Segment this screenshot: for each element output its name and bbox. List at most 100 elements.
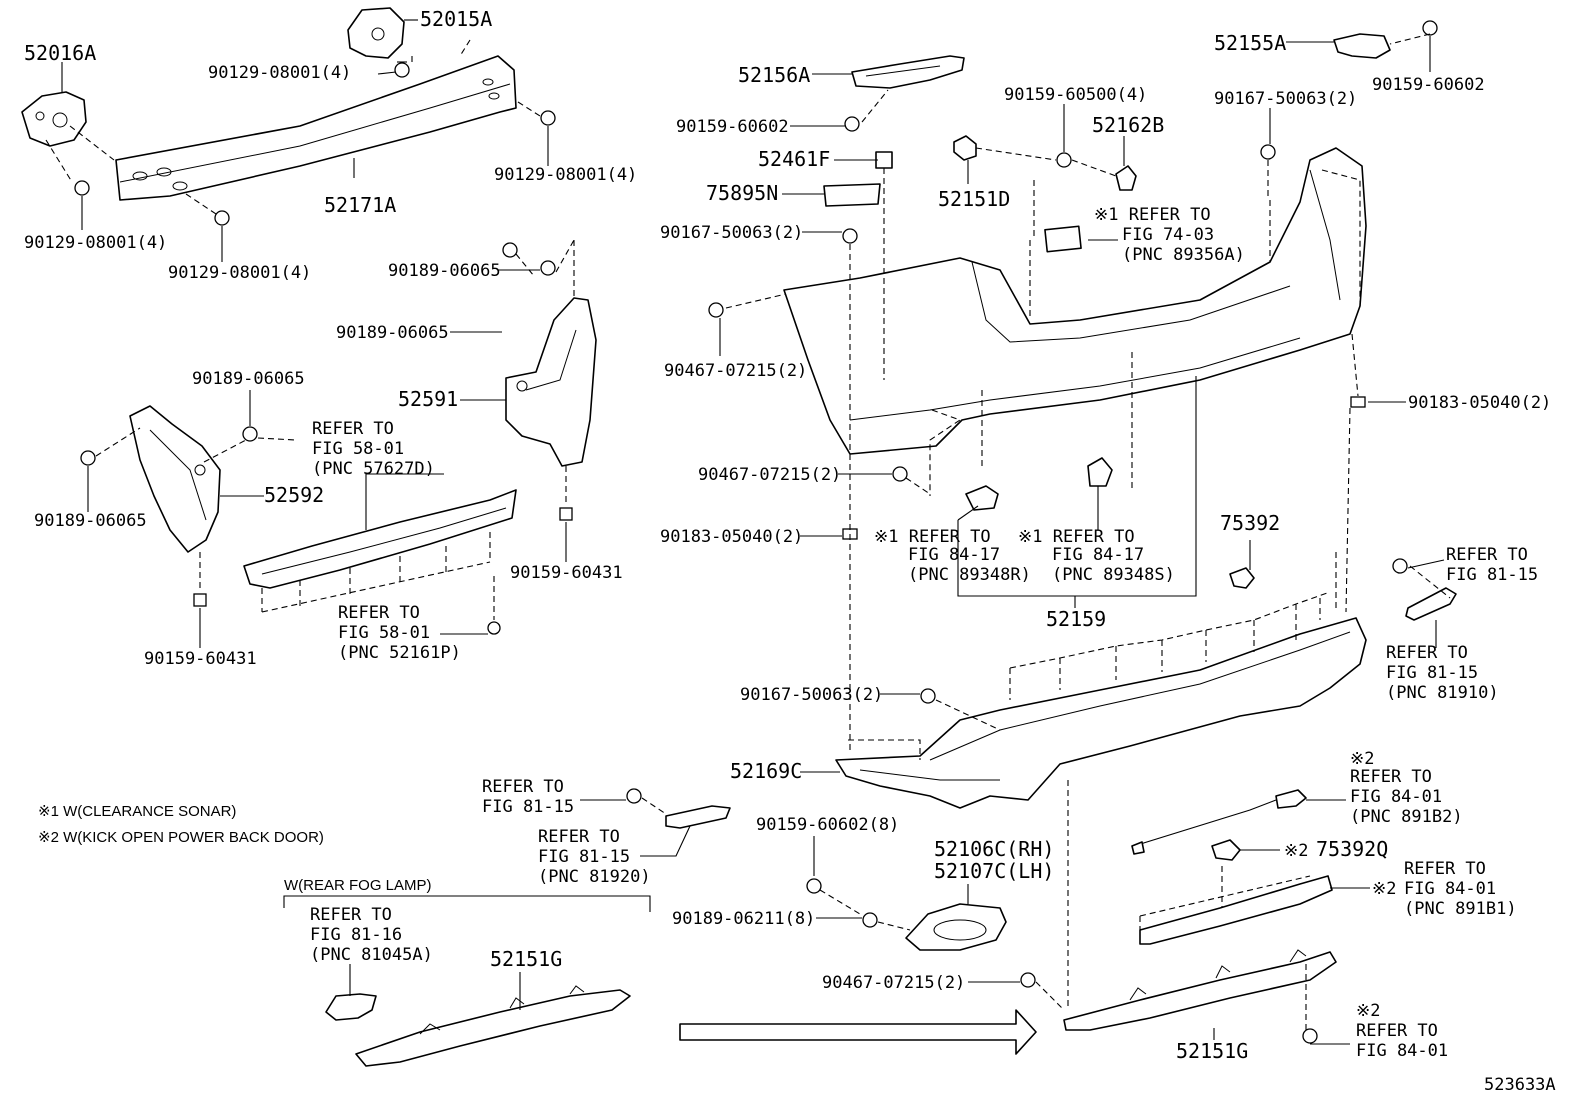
- label-52107C: 52107C(LH): [934, 859, 1054, 883]
- label-90159-60431-b: 90159-60431: [144, 649, 257, 669]
- part-fog-socket: [325, 993, 377, 1021]
- svg-text:FIG 84-17: FIG 84-17: [908, 545, 1000, 565]
- svg-text:REFER TO: REFER TO: [1350, 767, 1432, 787]
- label-52151D: 52151D: [938, 187, 1010, 211]
- svg-text:※2: ※2: [1356, 1001, 1380, 1021]
- refer-fig-84-17-b: ※1 REFER TO FIG 84-17 (PNC 89348S): [1018, 527, 1175, 585]
- label-90189-b: 90189-06065: [336, 323, 449, 343]
- label-90129-b: 90129-08001(4): [494, 165, 637, 185]
- svg-text:REFER TO: REFER TO: [538, 827, 620, 847]
- part-52151G-left: [355, 985, 631, 1067]
- svg-text:(PNC 891B1): (PNC 891B1): [1404, 899, 1517, 919]
- svg-text:(PNC 89356A): (PNC 89356A): [1122, 245, 1245, 265]
- label-90189-a: 90189-06065: [388, 261, 501, 281]
- part-52151D: [953, 135, 977, 161]
- label-52151G-right: 52151G: [1176, 1039, 1248, 1063]
- svg-text:※2: ※2: [1350, 749, 1374, 769]
- part-reflector-left: [665, 805, 731, 829]
- refer-fig-81-15-d: REFER TO FIG 81-15 (PNC 81920): [538, 827, 651, 887]
- refer-fig-81-16: REFER TO FIG 81-16 (PNC 81045A): [310, 905, 433, 965]
- part-52171A: [115, 55, 517, 201]
- svg-text:(PNC 52161P): (PNC 52161P): [338, 643, 461, 663]
- refer-fig-74-03: ※1 REFER TO FIG 74-03 (PNC 89356A): [1094, 205, 1245, 265]
- svg-text:※2: ※2: [1372, 879, 1396, 899]
- part-52156A: [851, 55, 965, 89]
- label-90189-06211: 90189-06211(8): [672, 909, 815, 929]
- label-52591: 52591: [398, 387, 458, 411]
- label-90167-b: 90167-50063(2): [1214, 89, 1357, 109]
- label-52156A: 52156A: [738, 63, 810, 87]
- label-90129-d: 90129-08001(4): [168, 263, 311, 283]
- part-52155A: [1333, 33, 1391, 59]
- refer-fig-81-15-b: REFER TO FIG 81-15 (PNC 81910): [1386, 643, 1499, 703]
- label-rear-fog-lamp-group: W(REAR FOG LAMP): [284, 877, 432, 894]
- note-clearance-sonar: ※1 W(CLEARANCE SONAR): [38, 803, 236, 820]
- label-90467-a: 90467-07215(2): [664, 361, 807, 381]
- svg-text:FIG 81-16: FIG 81-16: [310, 925, 402, 945]
- svg-text:FIG 84-01: FIG 84-01: [1350, 787, 1442, 807]
- label-90129-c: 90129-08001(4): [24, 233, 167, 253]
- label-90129-a: 90129-08001(4): [208, 63, 351, 83]
- part-sonar-plate: [1044, 225, 1082, 253]
- svg-text:FIG 81-15: FIG 81-15: [1446, 565, 1538, 585]
- label-90189-d: 90189-06065: [34, 511, 147, 531]
- part-75392Q: [1211, 839, 1241, 861]
- svg-text:REFER TO: REFER TO: [482, 777, 564, 797]
- svg-text:FIG 58-01: FIG 58-01: [312, 439, 404, 459]
- part-52461F: [875, 151, 893, 169]
- part-75392: [1229, 567, 1255, 589]
- part-bumper-cover: [783, 147, 1367, 455]
- svg-text:FIG 74-03: FIG 74-03: [1122, 225, 1214, 245]
- note-kick-open: ※2 W(KICK OPEN POWER BACK DOOR): [38, 829, 324, 846]
- label-90159-60602-b: 90159-60602: [1372, 75, 1485, 95]
- refer-fig-84-01-c: ※2 REFER TO FIG 84-01: [1356, 1001, 1448, 1061]
- svg-text:REFER TO: REFER TO: [1386, 643, 1468, 663]
- label-90167-a: 90167-50063(2): [660, 223, 803, 243]
- part-sonar-sensor-r: [965, 485, 999, 511]
- part-sonar-sensor-s: [1087, 457, 1113, 487]
- label-90159-60602-8: 90159-60602(8): [756, 815, 899, 835]
- svg-text:REFER TO: REFER TO: [1356, 1021, 1438, 1041]
- part-52016A: [21, 91, 87, 147]
- part-52015A: [347, 7, 405, 59]
- label-90467-b: 90467-07215(2): [698, 465, 841, 485]
- label-90467-c: 90467-07215(2): [822, 973, 965, 993]
- svg-text:(PNC 81920): (PNC 81920): [538, 867, 651, 887]
- svg-text:FIG 84-01: FIG 84-01: [1356, 1041, 1448, 1061]
- label-52016A: 52016A: [24, 41, 96, 65]
- fasteners: [74, 20, 1438, 1044]
- svg-text:(PNC 57627D): (PNC 57627D): [312, 459, 435, 479]
- svg-text:※1 REFER TO: ※1 REFER TO: [1094, 205, 1211, 225]
- svg-text:※1 REFER TO: ※1 REFER TO: [1018, 527, 1135, 547]
- label-90183-b: 90183-05040(2): [1408, 393, 1551, 413]
- part-52151G-right: [1063, 949, 1337, 1031]
- dashed-guides: [45, 33, 1451, 1030]
- svg-text:FIG 81-15: FIG 81-15: [1386, 663, 1478, 683]
- svg-text:FIG 81-15: FIG 81-15: [538, 847, 630, 867]
- label-52461F: 52461F: [758, 147, 830, 171]
- leader-lines: [61, 19, 1445, 1045]
- part-52169C: [835, 591, 1367, 809]
- label-90159-60500: 90159-60500(4): [1004, 85, 1147, 105]
- svg-text:(PNC 89348S): (PNC 89348S): [1052, 565, 1175, 585]
- label-75895N: 75895N: [706, 181, 778, 205]
- refer-fig-84-01-b: REFER TO ※2 FIG 84-01 (PNC 891B1): [1372, 859, 1517, 919]
- label-52162B: 52162B: [1092, 113, 1164, 137]
- svg-text:FIG 81-15: FIG 81-15: [482, 797, 574, 817]
- svg-text:FIG 84-17: FIG 84-17: [1052, 545, 1144, 565]
- svg-text:(PNC 81045A): (PNC 81045A): [310, 945, 433, 965]
- svg-text:(PNC 81910): (PNC 81910): [1386, 683, 1499, 703]
- refer-fig-81-15-a: REFER TO FIG 81-15: [1446, 545, 1538, 585]
- svg-text:REFER TO: REFER TO: [310, 905, 392, 925]
- label-52155A: 52155A: [1214, 31, 1286, 55]
- refer-fig-81-15-c: REFER TO FIG 81-15: [482, 777, 574, 817]
- part-52591: [505, 297, 597, 467]
- part-52162B: [1115, 165, 1137, 191]
- svg-text:REFER TO: REFER TO: [1446, 545, 1528, 565]
- label-75392Q: 75392Q: [1316, 837, 1388, 861]
- label-52106C: 52106C(RH): [934, 837, 1054, 861]
- label-52169C: 52169C: [730, 759, 802, 783]
- part-75895N: [823, 183, 881, 207]
- svg-text:REFER TO: REFER TO: [312, 419, 394, 439]
